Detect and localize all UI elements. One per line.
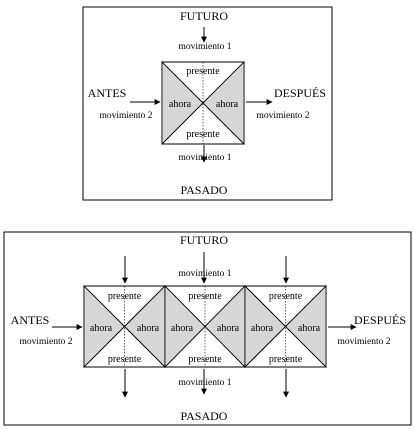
- bottom-cell-2-ahora-left: ahora: [171, 323, 194, 334]
- bottom-cell-2-ahora-right: ahora: [217, 323, 240, 334]
- top-cell: presente presente ahora ahora: [161, 61, 245, 145]
- bottom-cell-3-ahora-right: ahora: [298, 323, 321, 334]
- bottom-cell-2-presente-top: presente: [188, 291, 222, 302]
- top-cell-diag-2: [161, 61, 245, 145]
- bottom-cell-3-presente-top: presente: [269, 291, 303, 302]
- top-cell-presente-bottom: presente: [186, 129, 220, 140]
- top-cell-ahora-right: ahora: [216, 99, 239, 110]
- bottom-cell-1: presente presente ahora ahora: [83, 285, 166, 368]
- bottom-cell-1-ahora-right: ahora: [137, 323, 160, 334]
- bottom-cell-2-presente-bottom: presente: [188, 354, 222, 365]
- top-cell-presente-top: presente: [186, 66, 220, 77]
- bottom-cell-1-presente-top: presente: [108, 291, 142, 302]
- top-cell-ahora-left: ahora: [169, 99, 192, 110]
- top-movement2-right: movimiento 2: [256, 111, 309, 121]
- diagram-top: FUTURO movimiento 1 presente presente ah…: [82, 6, 333, 201]
- bottom-cell-2: presente presente ahora ahora: [164, 285, 246, 368]
- bottom-cell-3-presente-bottom: presente: [269, 354, 303, 365]
- bottom-movement2-right: movimiento 2: [337, 337, 390, 347]
- bottom-movement1-lower: movimiento 1: [178, 378, 231, 388]
- bottom-futuro-label: FUTURO: [180, 233, 228, 247]
- top-despues-label: DESPUÉS: [274, 86, 326, 100]
- bottom-movement2-left: movimiento 2: [19, 337, 72, 347]
- top-antes-label: ANTES: [88, 86, 127, 100]
- top-frame: [82, 6, 333, 201]
- bottom-pasado-label: PASADO: [181, 409, 228, 423]
- bottom-despues-label: DESPUÉS: [354, 313, 406, 327]
- top-movement2-left: movimiento 2: [99, 111, 152, 121]
- bottom-frame: [3, 231, 412, 426]
- bottom-cell-3: presente presente ahora ahora: [244, 285, 327, 368]
- top-futuro-label: FUTURO: [180, 9, 228, 23]
- diagram-bottom: FUTURO movimiento 1 presente presente ah…: [3, 231, 412, 426]
- bottom-cell-3-ahora-left: ahora: [251, 323, 274, 334]
- top-pasado-label: PASADO: [181, 183, 228, 197]
- bottom-cell-1-ahora-left: ahora: [90, 323, 113, 334]
- bottom-cell-1-presente-bottom: presente: [108, 354, 142, 365]
- bottom-movement1-upper: movimiento 1: [178, 269, 231, 279]
- top-movement1-lower: movimiento 1: [178, 153, 231, 163]
- bottom-antes-label: ANTES: [11, 313, 50, 327]
- top-movement1-upper: movimiento 1: [178, 42, 231, 52]
